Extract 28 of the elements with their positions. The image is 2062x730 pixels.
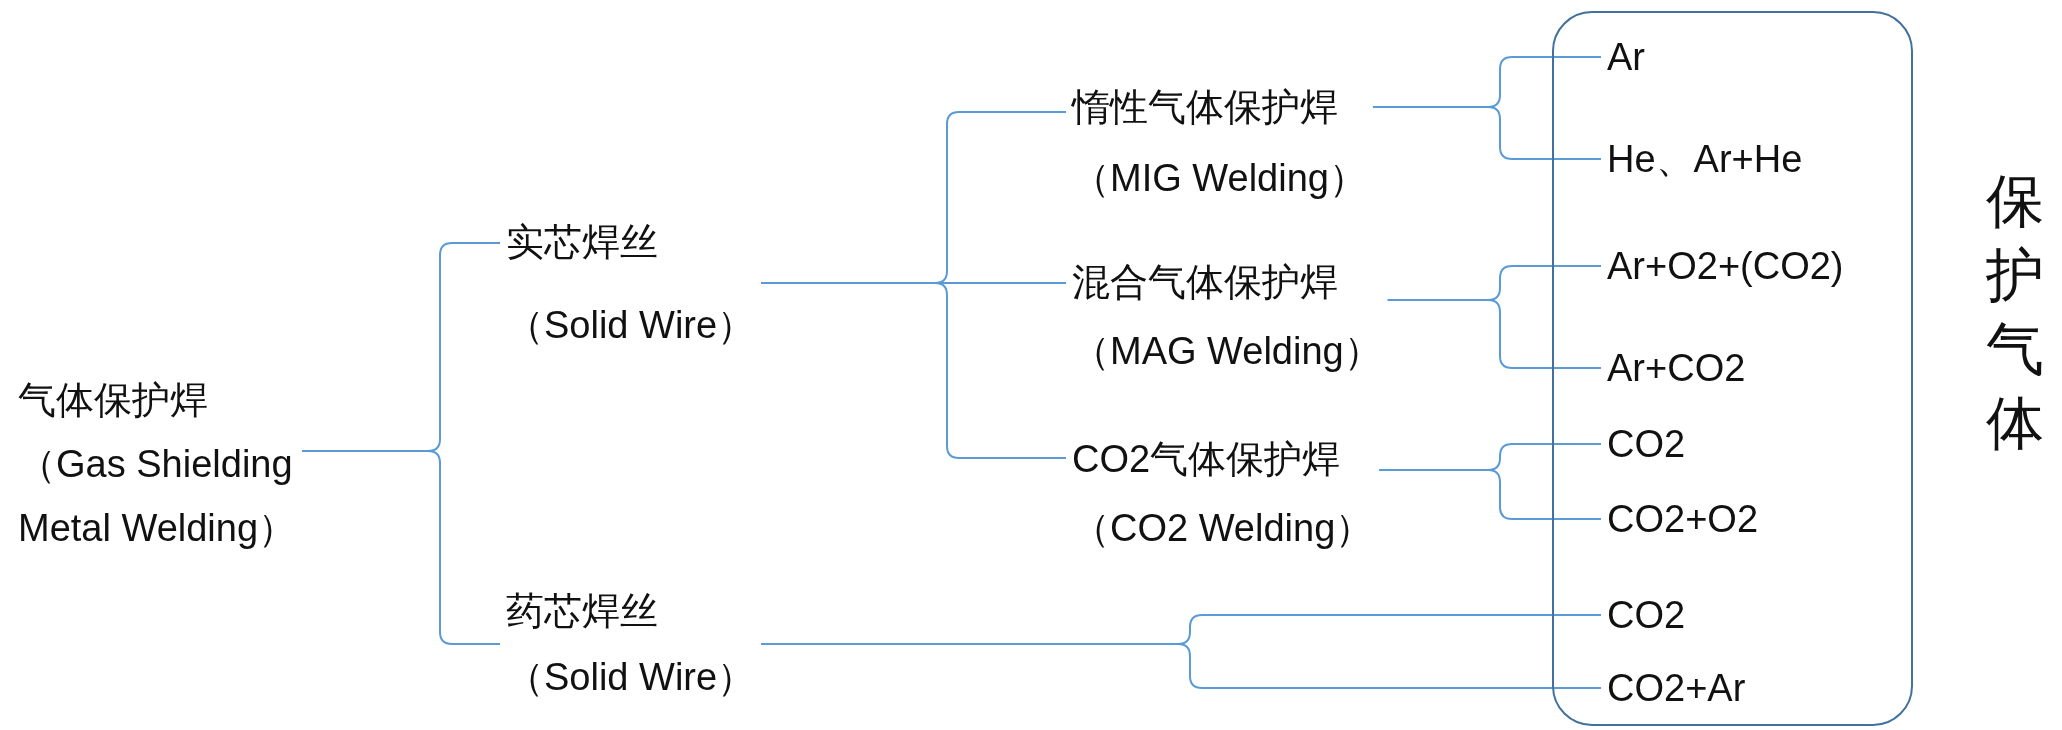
english-label: （MAG Welding）	[1072, 329, 1382, 374]
category-label: CO2气体保护焊	[1072, 437, 1342, 482]
english-label: （Solid Wire）	[506, 655, 756, 700]
category-label: 实芯焊丝	[506, 220, 659, 265]
gas-label: CO2+O2	[1607, 497, 1759, 542]
gas-label: Ar+CO2	[1607, 346, 1746, 391]
bracket-line	[1378, 469, 1602, 520]
english-label: （CO2 Welding）	[1072, 506, 1374, 551]
english-label: （MIG Welding）	[1072, 156, 1367, 201]
bracket-line	[760, 282, 1067, 459]
gas-label: CO2	[1607, 593, 1686, 638]
gas-label: Ar	[1607, 35, 1645, 80]
bracket-line	[1371, 106, 1602, 160]
bracket-line	[760, 643, 1602, 689]
category-label: 惰性气体保护焊	[1072, 85, 1339, 130]
box-heading: 保护气体	[1985, 168, 2045, 458]
bracket-line	[1386, 299, 1602, 369]
category-label: 气体保护焊	[18, 378, 209, 423]
english-label: （Solid Wire）	[506, 303, 756, 348]
gas-label: CO2	[1607, 422, 1686, 467]
gas-label: He、Ar+He	[1607, 137, 1803, 182]
gas-label: CO2+Ar	[1607, 666, 1746, 711]
gas-label: Ar+O2+(CO2)	[1607, 244, 1844, 289]
category-label: 药芯焊丝	[506, 589, 659, 634]
category-label: 混合气体保护焊	[1072, 260, 1339, 305]
bracket-line	[301, 450, 501, 645]
english-label: （Gas Shielding Metal Welding）	[18, 442, 298, 551]
gas-list-box	[1552, 11, 1913, 726]
